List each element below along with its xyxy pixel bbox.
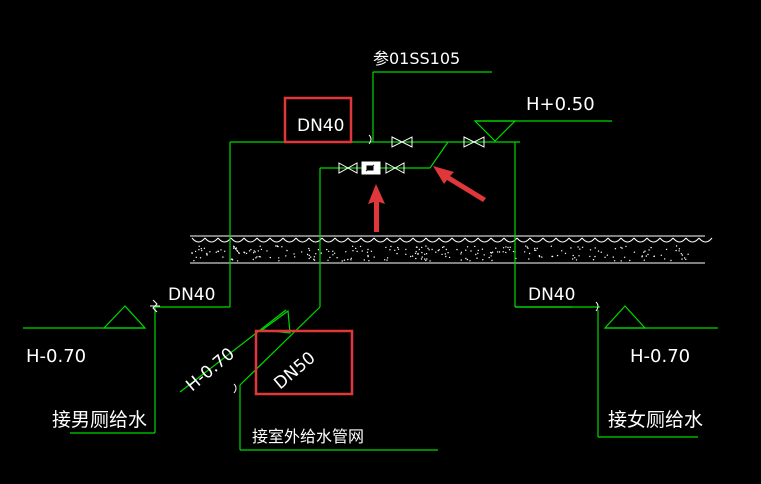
men-toilet-supply-label: 接男厕给水 xyxy=(52,409,147,431)
valve-symbols xyxy=(338,136,485,175)
ground-band xyxy=(190,235,713,264)
elevation-triangle-right xyxy=(603,305,647,329)
arrow-up-icon xyxy=(368,184,385,232)
arrow-diagonal-icon xyxy=(433,166,486,202)
dn40-left-label: DN40 xyxy=(168,285,215,305)
annotation-arrows xyxy=(368,166,486,232)
pipe-hooks xyxy=(150,134,599,394)
highlight-boxes xyxy=(254,96,354,396)
dn40-right-label: DN40 xyxy=(528,285,575,305)
elevation-triangle-left xyxy=(102,305,147,329)
h-plus-050-label: H+0.50 xyxy=(526,94,595,115)
gate-valve-top-right xyxy=(463,136,485,148)
h-minus-070-right-label: H-0.70 xyxy=(630,346,690,367)
women-toilet-supply-label: 接女厕给水 xyxy=(608,409,703,431)
pipe-network xyxy=(23,71,718,451)
elevation-triangle-top xyxy=(473,120,517,142)
dn50-label: DN50 xyxy=(270,348,319,394)
h-minus-070-left-label: H-0.70 xyxy=(26,346,86,367)
gate-valve-top xyxy=(391,136,413,148)
gate-valve-lower-right xyxy=(385,162,405,174)
reference-label: 参01SS105 xyxy=(373,49,460,68)
highlight-box-dn40 xyxy=(283,96,353,144)
gate-valve-lower-left xyxy=(338,162,358,174)
dn40-top-label: DN40 xyxy=(297,116,344,136)
highlight-box-dn50 xyxy=(254,329,354,396)
h-minus-070-diagonal-label: H-0.70 xyxy=(182,344,238,396)
elevation-triangle-diagonal xyxy=(260,309,291,334)
outdoor-main-label: 接室外给水管网 xyxy=(252,427,364,446)
